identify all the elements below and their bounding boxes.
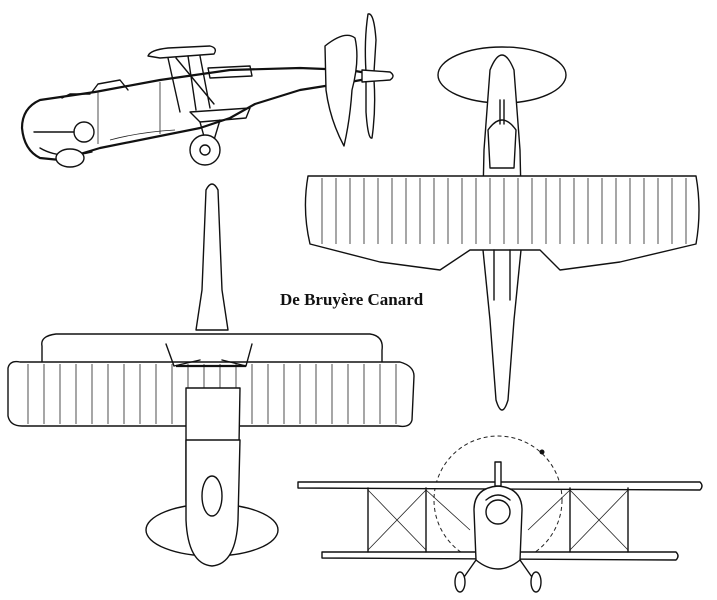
- drawing-title: De Bruyère Canard: [280, 290, 424, 309]
